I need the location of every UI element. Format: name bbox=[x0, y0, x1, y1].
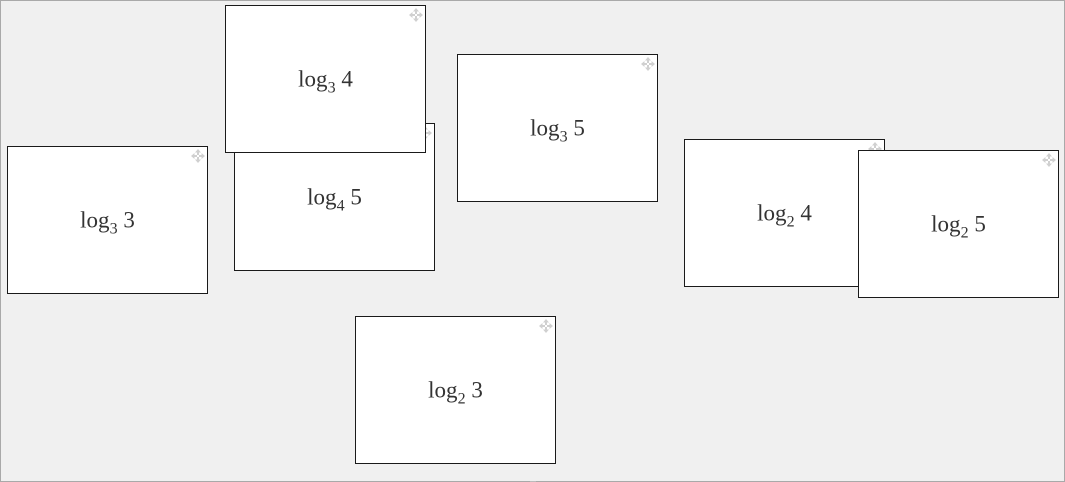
card-log2-3[interactable]: log2 3 bbox=[355, 316, 556, 464]
card-log3-3[interactable]: log3 3 bbox=[7, 146, 208, 294]
move-arrows-icon[interactable] bbox=[409, 8, 423, 22]
card-label: log4 5 bbox=[307, 184, 362, 215]
move-arrows-icon[interactable] bbox=[539, 319, 553, 333]
card-label: log2 4 bbox=[757, 200, 812, 231]
card-label: log3 4 bbox=[298, 66, 353, 97]
card-log2-4[interactable]: log2 4 bbox=[684, 139, 885, 287]
move-arrows-icon[interactable] bbox=[641, 57, 655, 71]
card-label: log2 3 bbox=[428, 377, 483, 408]
card-log3-5[interactable]: log3 5 bbox=[457, 54, 658, 202]
move-arrows-icon[interactable] bbox=[191, 149, 205, 163]
card-label: log3 3 bbox=[80, 207, 135, 238]
card-label: log2 5 bbox=[931, 211, 986, 242]
card-log2-5[interactable]: log2 5 bbox=[858, 150, 1059, 298]
card-log3-4[interactable]: log3 4 bbox=[225, 5, 426, 153]
move-arrows-icon[interactable] bbox=[1042, 153, 1056, 167]
card-label: log3 5 bbox=[530, 115, 585, 146]
